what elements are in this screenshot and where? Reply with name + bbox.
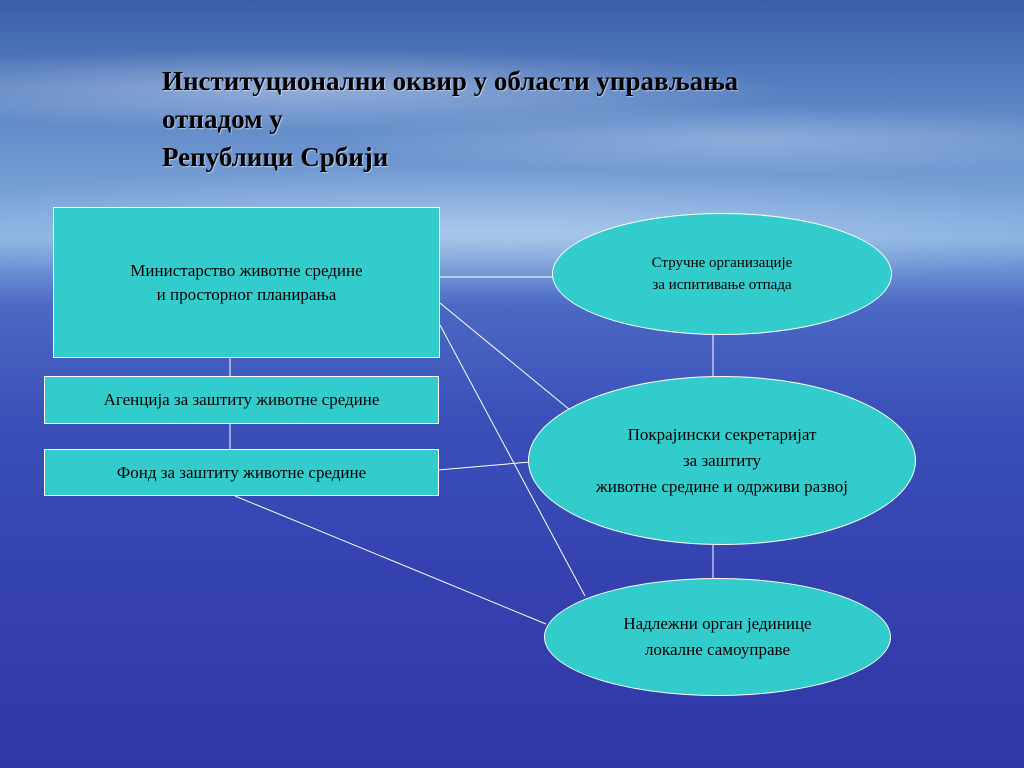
node-provincial-line-1: Покрајински секретаријат [627,424,817,444]
node-agency-label: Агенција за заштиту животне средине [103,390,380,409]
node-ministry-line-1: Министарство животне средине [130,260,363,280]
link-fund-local [234,495,547,625]
link-ministry-local [439,324,586,597]
node-provincial-line-2: за заштиту [682,450,762,470]
slide-title: Институционални оквир у области управљањ… [162,62,922,176]
node-provincial: Покрајински секретаријат за заштиту живо… [528,376,916,545]
node-local-authority: Надлежни орган јединице локалне самоупра… [544,578,891,696]
node-fund-label: Фонд за заштиту животне средине [116,462,367,482]
title-line-2: отпадом у [162,104,283,134]
node-ministry-line-2: и просторног планирања [156,284,337,304]
title-line-3: Републици Србији [162,142,389,172]
node-ministry: Министарство животне средине и просторно… [53,207,440,358]
node-expert-orgs-line-2: за испитивање отпада [652,277,792,293]
node-local-line-2: локалне самоуправе [644,640,791,659]
node-provincial-line-3: животне средине и одрживи развој [596,476,848,496]
node-fund: Фонд за заштиту животне средине [44,449,439,496]
node-local-line-1: Надлежни орган јединице [623,614,812,633]
link-fund-provincial [437,461,531,471]
node-agency: Агенција за заштиту животне средине [44,376,439,424]
title-line-1: Институционални оквир у области управљањ… [162,66,739,96]
node-expert-orgs-line-1: Стручне организације [651,255,793,271]
link-ministry-provincial [439,302,571,411]
node-expert-orgs: Стручне организације за испитивање отпад… [552,213,892,335]
